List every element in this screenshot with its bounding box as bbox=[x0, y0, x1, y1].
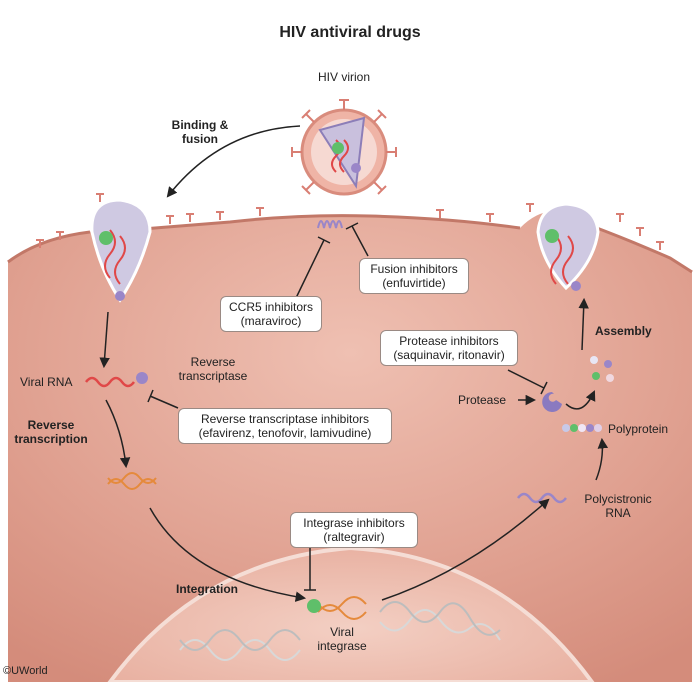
protease-icon bbox=[542, 392, 562, 412]
assembly-label: Assembly bbox=[595, 324, 652, 338]
ccr5-receptor bbox=[317, 220, 343, 229]
ccr5-inhibitors-box: CCR5 inhibitors (maraviroc) bbox=[220, 296, 322, 332]
integrase-inhibitors-box: Integrase inhibitors (raltegravir) bbox=[290, 512, 418, 548]
protease-inhibitors-box: Protease inhibitors (saquinavir, ritonav… bbox=[380, 330, 518, 366]
diagram-title: HIV antiviral drugs bbox=[279, 24, 421, 41]
reverse-transcriptase-icon bbox=[136, 372, 148, 384]
copyright-label: ©UWorld bbox=[3, 665, 48, 677]
polycistronic-rna-strand bbox=[517, 492, 567, 504]
integration-label: Integration bbox=[176, 582, 238, 596]
integrase-icon bbox=[307, 599, 321, 613]
rt-inhibitors-box: Reverse transcriptase inhibitors (efavir… bbox=[178, 408, 392, 444]
reverse-transcription-label: Reverse transcription bbox=[14, 418, 88, 446]
cleaved-proteins bbox=[590, 356, 614, 382]
membrane-receptors bbox=[36, 193, 664, 250]
virion-label: HIV virion bbox=[317, 70, 370, 84]
fusing-virion bbox=[90, 198, 152, 303]
polyprotein-label: Polyprotein bbox=[608, 422, 669, 436]
reverse-transcriptase-label: Reverse transcriptase bbox=[178, 355, 248, 383]
integrated-viral-dna bbox=[317, 596, 367, 620]
viral-integrase-label: Viral integrase bbox=[317, 625, 367, 653]
polyprotein bbox=[562, 424, 602, 432]
hiv-virion bbox=[291, 99, 397, 196]
host-dna bbox=[179, 601, 501, 661]
host-cell bbox=[8, 211, 692, 682]
viral-rna-strand bbox=[85, 376, 135, 388]
viral-rna-label: Viral RNA bbox=[20, 375, 73, 389]
polycistronic-rna-label: Polycistronic RNA bbox=[584, 492, 652, 520]
viral-dna bbox=[107, 472, 157, 490]
fusion-inhibitors-box: Fusion inhibitors (enfuvirtide) bbox=[359, 258, 469, 294]
protease-label: Protease bbox=[458, 393, 507, 407]
nucleus bbox=[107, 545, 595, 682]
binding-fusion-label: Binding & fusion bbox=[171, 118, 229, 146]
pathway-arrows bbox=[99, 125, 609, 602]
assembling-virion bbox=[536, 202, 600, 291]
inhibition-lines bbox=[147, 222, 548, 591]
